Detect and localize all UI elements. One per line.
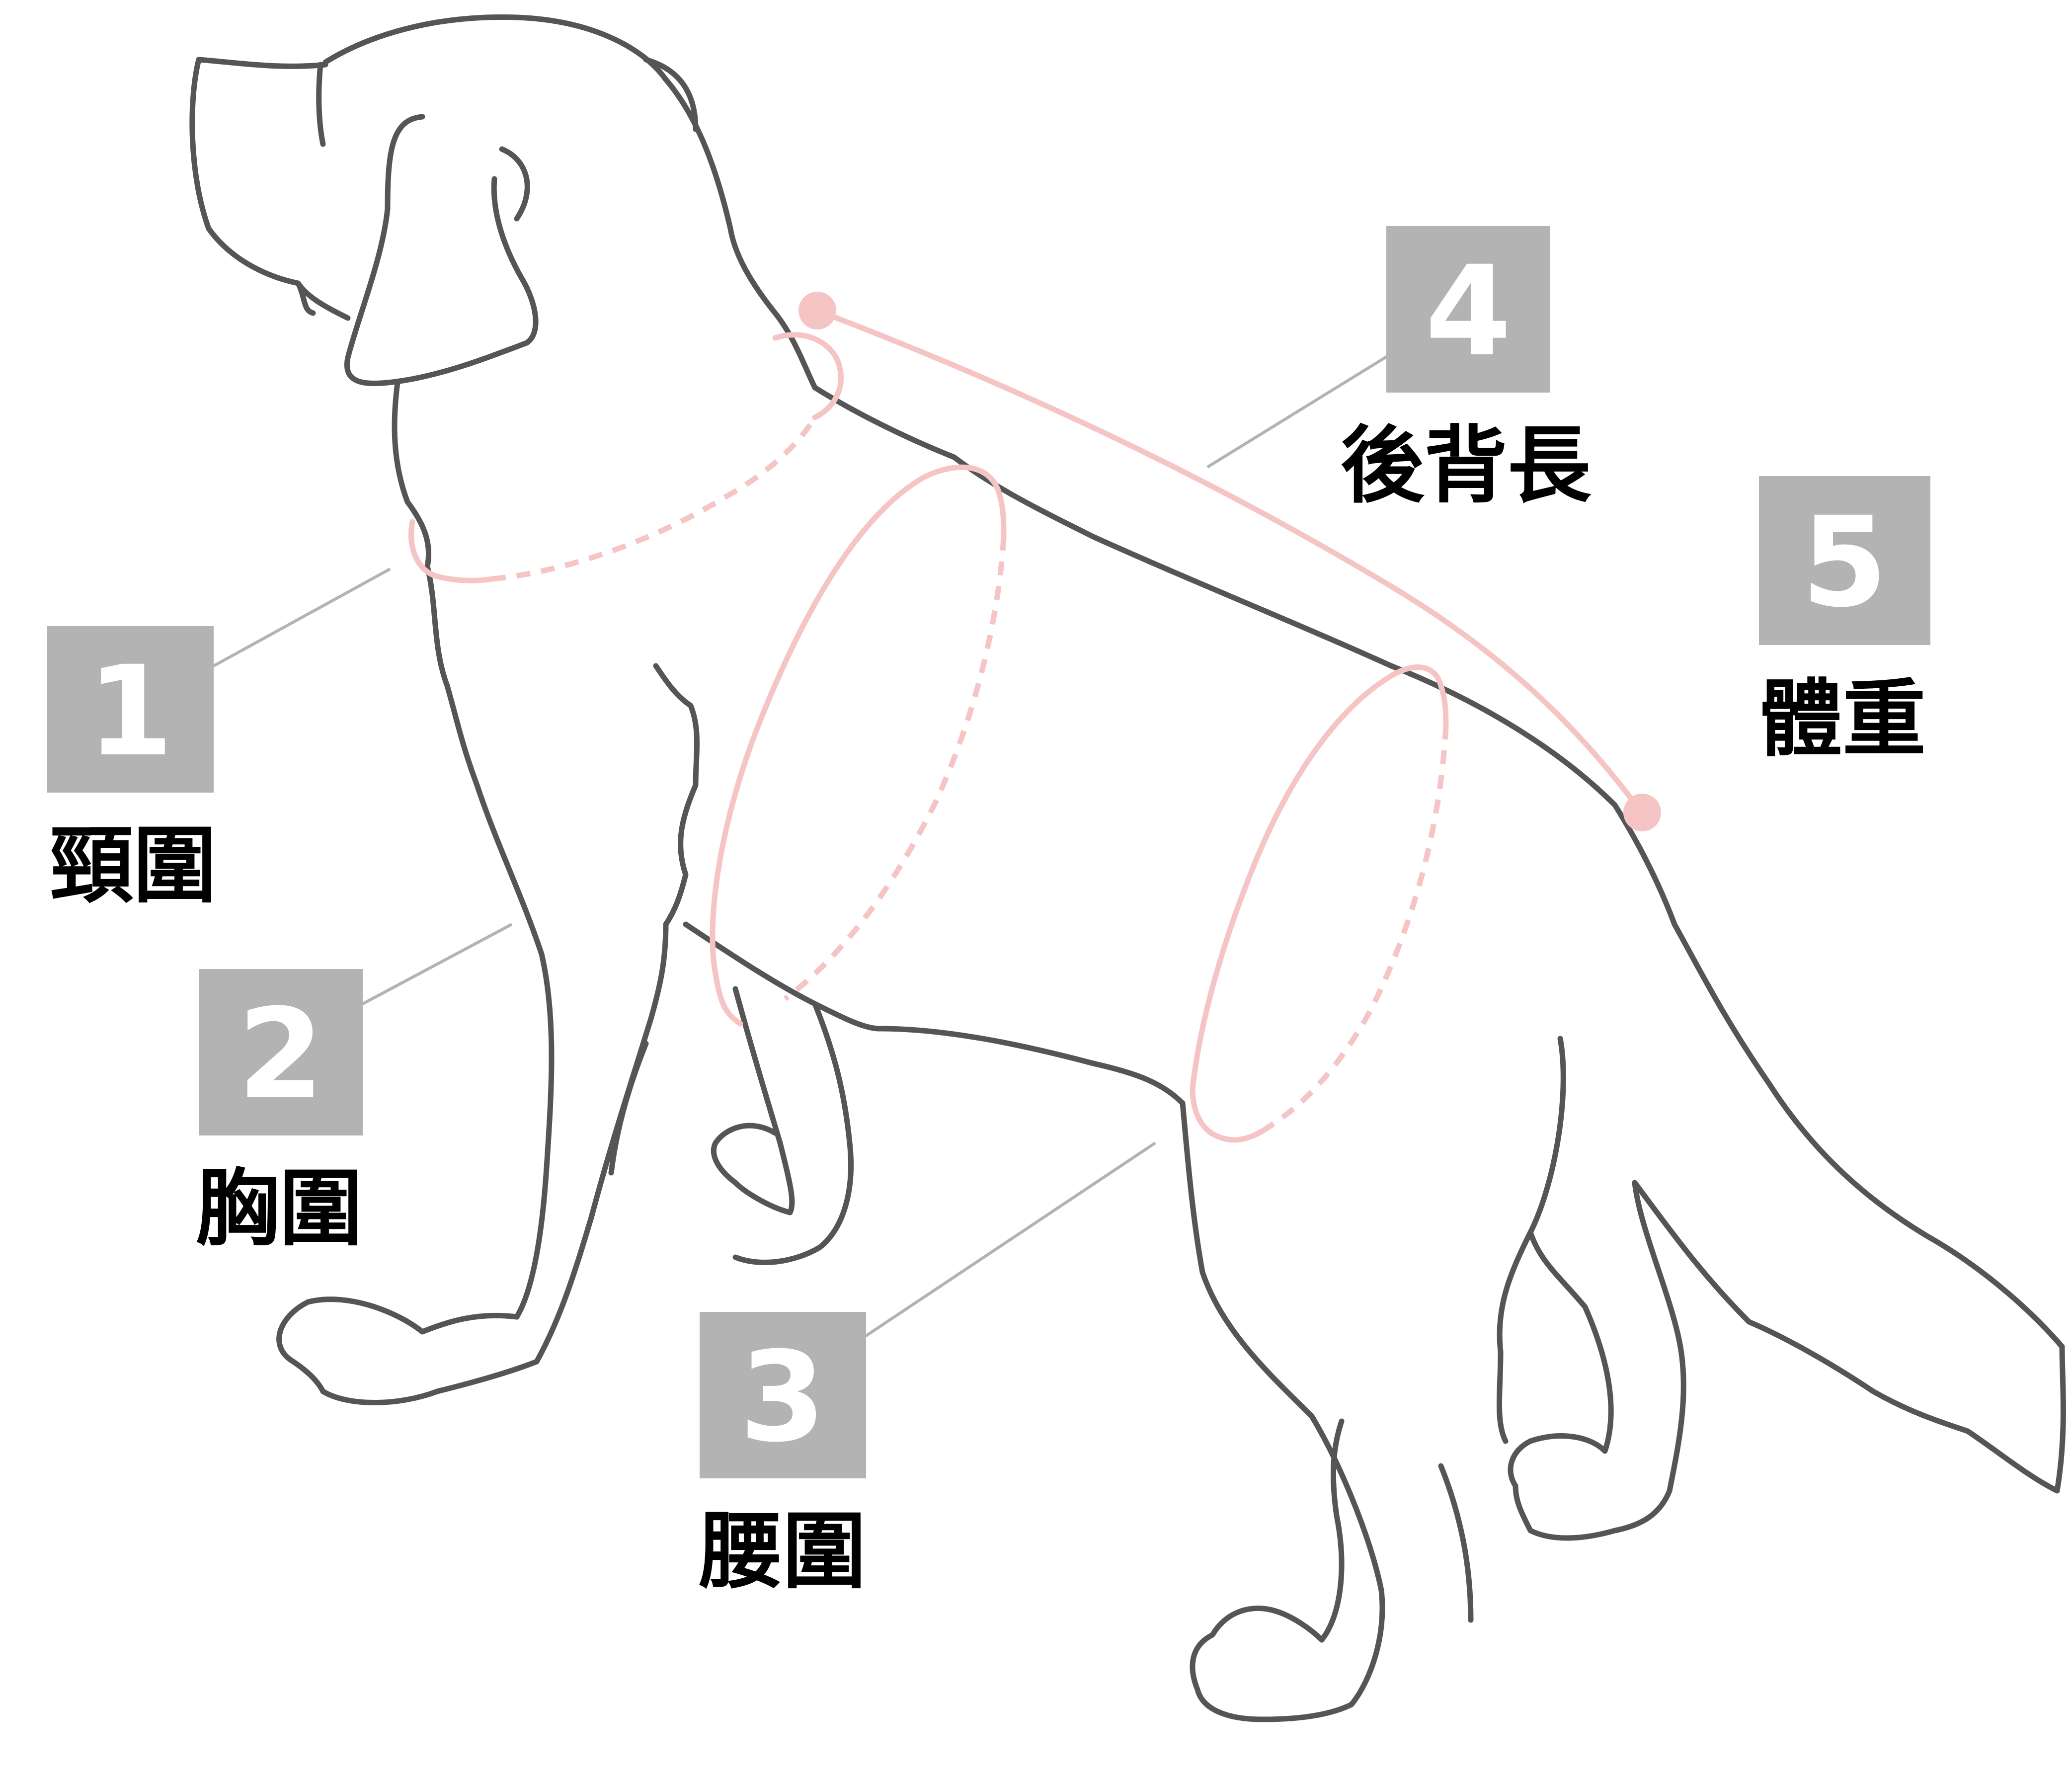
dog-belly-rear [1497,1036,1566,1444]
dog-back-head [643,57,699,132]
dog-rear-leg-front [1180,1100,1385,1722]
neck-girth-solid-front [408,519,495,583]
leader-neck [213,567,391,667]
dog-front-leg-left-back [534,663,700,1365]
caption-back-length: 後背長 [1341,417,1592,514]
measurement-2: 2 胸圍 [196,969,363,1257]
chest-girth-solid [710,464,1007,1027]
badge-5-number: 5 [1801,490,1888,635]
dog-neck-front [392,380,555,1320]
badge-1 [47,626,214,793]
dog-mouth-line [295,280,316,316]
neck-girth-solid [772,332,844,420]
dog-illustration [189,14,2066,1722]
measurement-overlays [408,292,1661,1143]
dog-ear-fold [499,146,530,222]
measurement-1: 1 頸圍 [47,626,217,914]
badge-3-number: 3 [739,1325,826,1469]
caption-waist-girth: 腰圍 [699,1503,866,1600]
caption-neck-girth: 頸圍 [50,817,217,914]
badge-4 [1386,226,1550,393]
dog-front-paw-left [276,1296,540,1405]
measurement-5: 5 體重 [1759,476,1930,768]
leader-waist [864,1141,1156,1338]
dog-rear-leg-back [1508,1180,1686,1541]
neck-girth-dashed [491,416,817,582]
leader-lines [213,354,1390,1338]
leader-back-length [1206,354,1390,469]
caption-chest-girth: 胸圍 [196,1160,363,1257]
dog-tail [1632,921,2066,1494]
waist-girth-solid [1190,664,1449,1143]
back-length-end-dot [1623,794,1661,831]
dog-back-line [812,385,1677,927]
badge-5 [1759,476,1930,645]
measurement-4: 4 後背長 [1341,226,1592,514]
leader-chest [362,923,513,1005]
dog-nose-line [316,62,326,147]
dog-ear-outline [344,114,539,387]
badge-4-number: 4 [1425,239,1512,384]
dog-head-outline [322,14,818,391]
badge-3 [700,1312,866,1478]
back-length-line [814,308,1643,813]
measurement-3: 3 腰圍 [699,1312,866,1600]
badge-2-number: 2 [238,982,324,1127]
chest-girth-dashed [783,536,1007,1001]
badge-2 [199,969,363,1135]
dog-rear-leg-highlight [1438,1463,1474,1623]
waist-girth-dashed [1266,725,1449,1131]
caption-weight: 體重 [1759,670,1926,768]
dog-front-leg-right [711,986,795,1215]
dog-belly [683,921,1186,1106]
dog-leg-highlight-1 [608,1041,649,1176]
dog-front-leg-right-back [732,1001,854,1265]
dog-snout-outline [189,57,351,321]
badge-1-number: 1 [87,639,173,784]
